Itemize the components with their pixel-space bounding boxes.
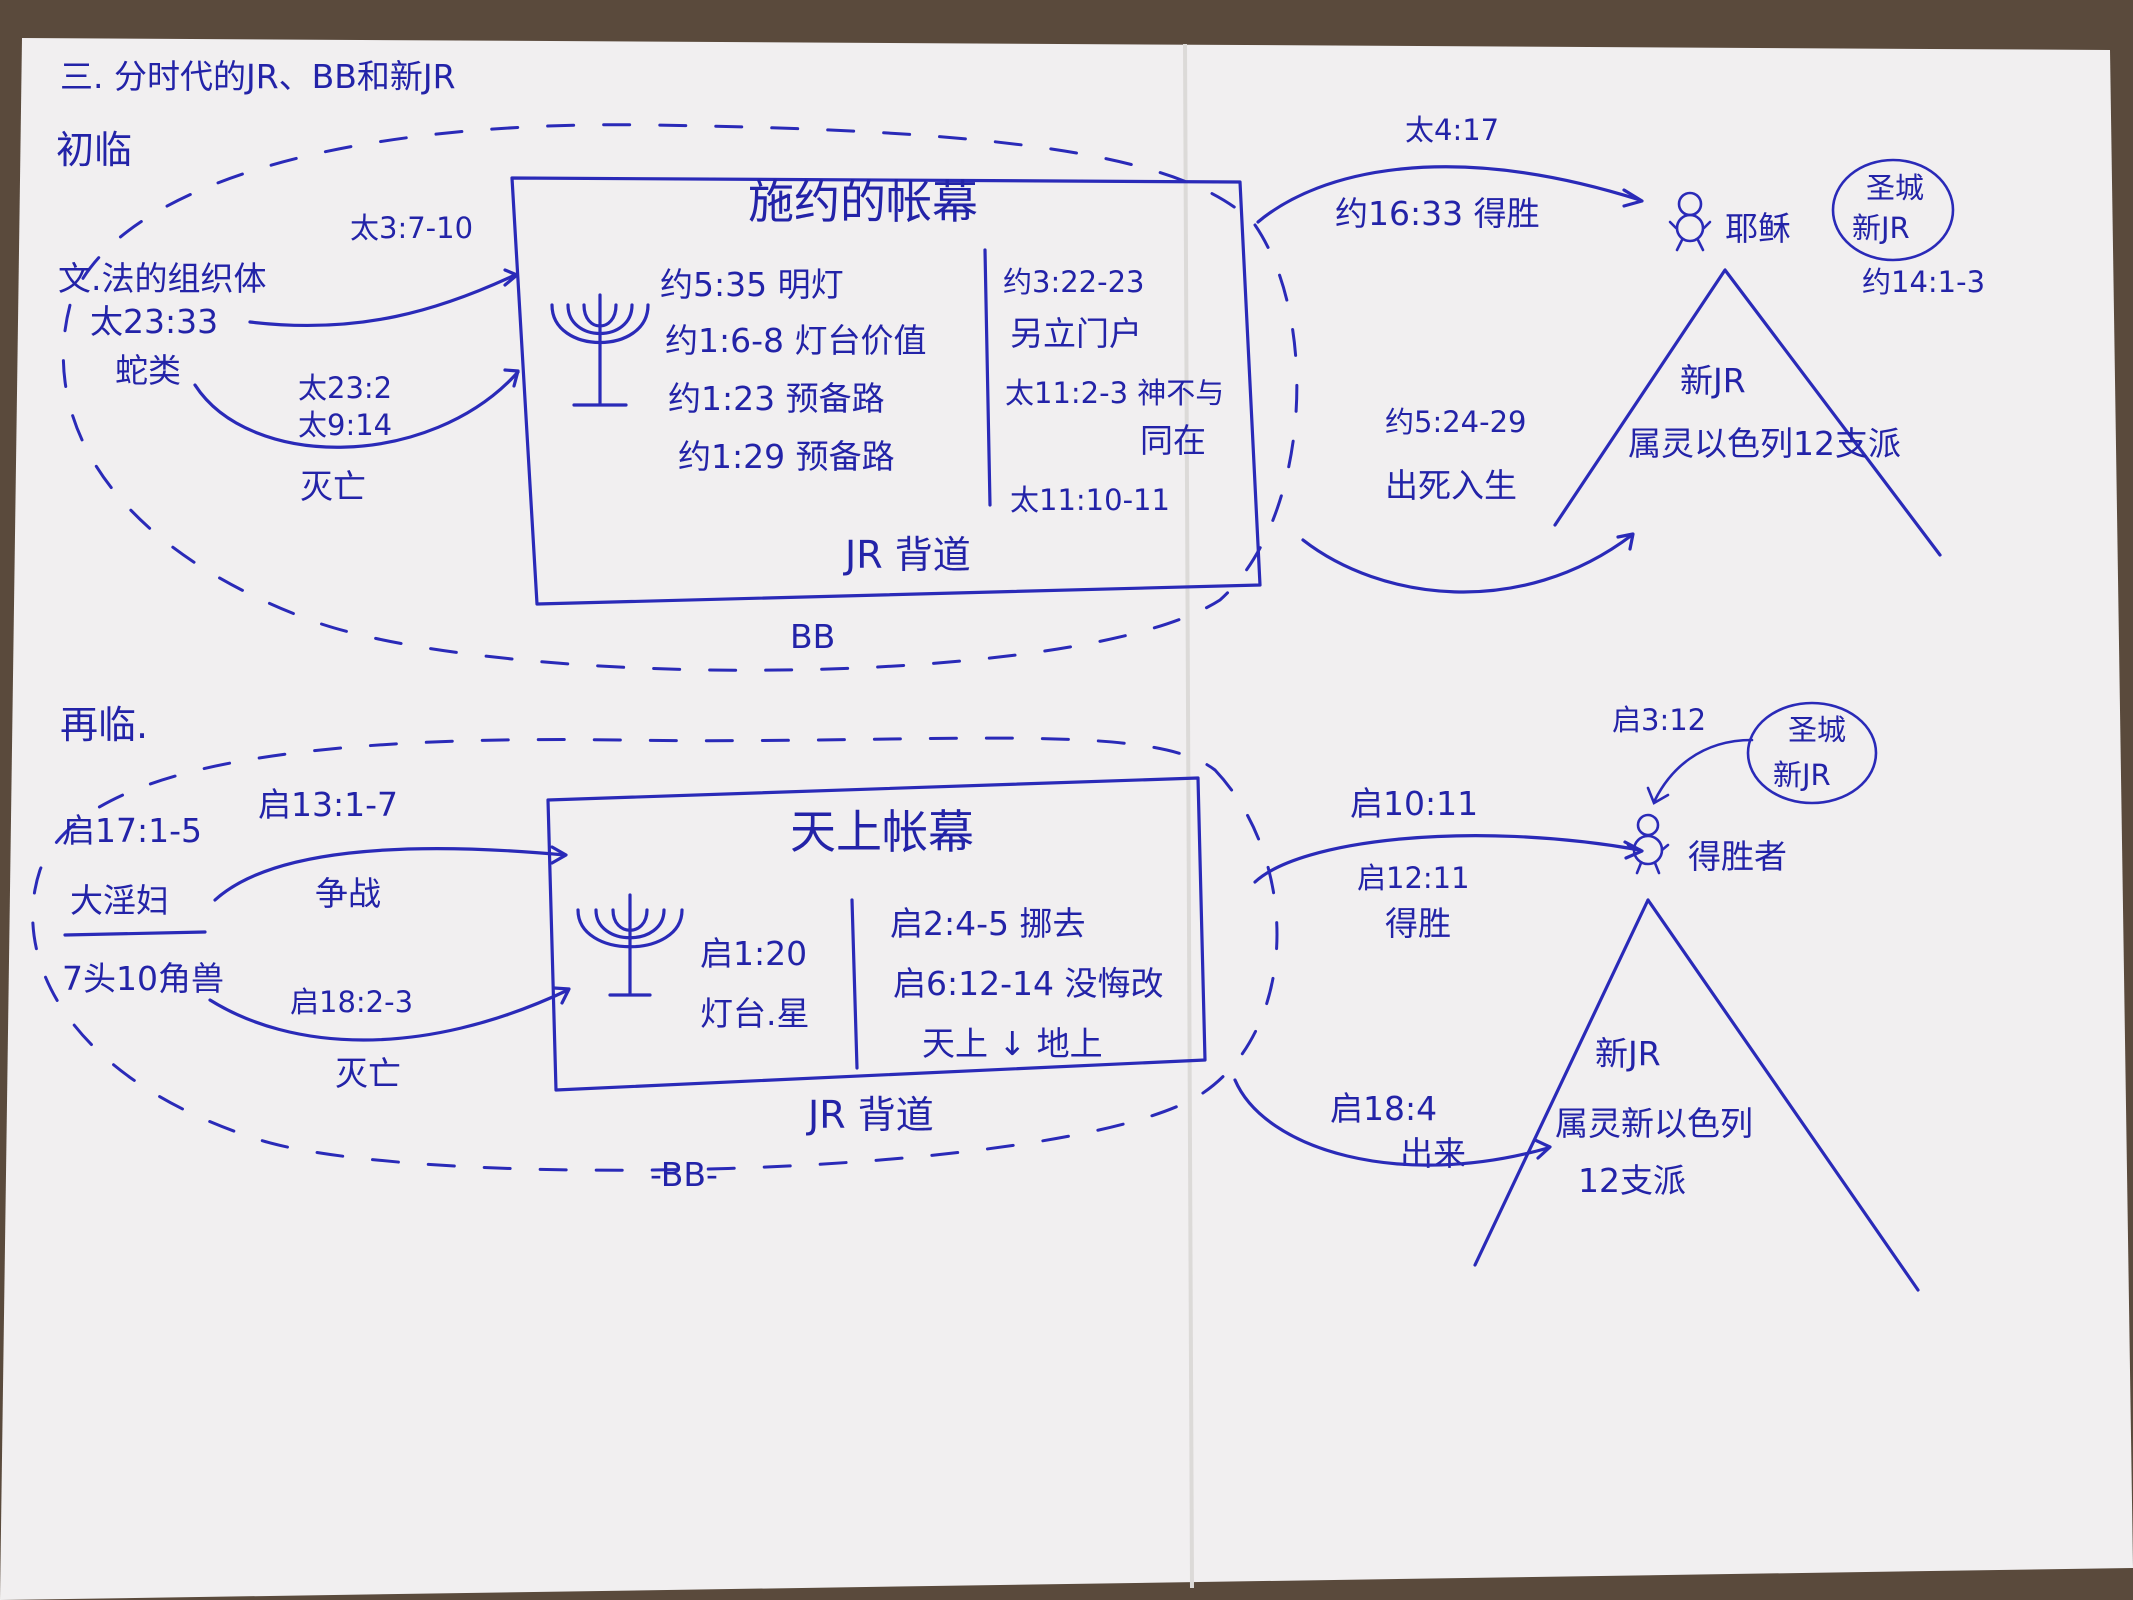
second-arrow-lower	[1233, 1078, 1550, 1167]
second-new-jr-desc-1: 属灵新以色列	[1555, 1104, 1753, 1143]
first-box-footer: JR 背道	[843, 533, 971, 577]
second-box	[546, 776, 1207, 1092]
second-left-divider	[63, 930, 207, 937]
second-arrow-top-head	[550, 845, 568, 865]
first-bb-ellipse	[61, 123, 1299, 672]
second-arrow-lower-head	[1533, 1138, 1552, 1160]
first-left-destroy: 灭亡	[300, 467, 366, 506]
first-box-line-1: 约5:35 明灯	[660, 265, 844, 304]
second-city-2: 新JR	[1773, 758, 1831, 792]
paper-fold	[1183, 43, 1194, 1589]
first-left-snake: 蛇类	[115, 351, 181, 390]
first-triangle	[1553, 268, 1942, 557]
menorah-icon	[576, 893, 684, 997]
second-left-ref: 启17:1-5	[62, 811, 202, 850]
second-left-destroy: 灭亡	[335, 1054, 401, 1093]
first-left-top-ref: 太3:7-10	[350, 211, 473, 245]
first-arrow-jesus-head	[1622, 188, 1644, 208]
first-box-line-2: 约1:6-8 灯台价值	[665, 321, 927, 360]
second-box-right-2: 启6:12-14 没悔改	[893, 964, 1164, 1003]
second-city-1: 圣城	[1788, 713, 1846, 747]
second-coming-label: 再临.	[60, 703, 148, 747]
second-left-top-ref: 启13:1-7	[258, 785, 398, 824]
second-lower-ref: 启18:4	[1330, 1089, 1437, 1128]
second-left-beast: 7头10角兽	[62, 959, 224, 998]
second-box-lamp-desc: 灯台.星	[700, 994, 810, 1033]
first-arrow-top-head	[503, 268, 519, 287]
second-bb-label: -BB-	[650, 1155, 718, 1194]
second-right-top-ref-1: 启10:11	[1350, 784, 1478, 823]
first-left-org: 文.法的组织体	[58, 259, 267, 298]
page-title: 三. 分时代的JR、BB和新JR	[60, 57, 456, 96]
person-icon	[1626, 813, 1670, 875]
first-city-circle	[1831, 158, 1955, 262]
second-right-rev-ref: 启3:12	[1612, 703, 1706, 737]
first-left-mid-ref-1: 太23:2	[298, 371, 392, 405]
second-right-top-ref-2: 启12:11	[1357, 861, 1470, 895]
second-right-overcome: 得胜	[1385, 904, 1451, 943]
first-new-jr: 新JR	[1680, 361, 1746, 400]
first-arrow-bottom	[193, 370, 520, 449]
second-arrow-bottom-head	[552, 986, 571, 1005]
first-city-2: 新JR	[1852, 211, 1910, 245]
first-right-person: 耶稣	[1725, 209, 1791, 248]
first-new-jr-desc: 属灵以色列12支派	[1628, 424, 1901, 463]
first-right-ref: 约16:33 得胜	[1335, 194, 1540, 233]
second-box-footer: JR 背道	[806, 1093, 934, 1137]
first-box-title: 施约的帐幕	[748, 175, 978, 229]
first-arrow-top	[248, 273, 517, 328]
first-arrow-lower	[1301, 533, 1634, 594]
person-icon	[1668, 191, 1712, 252]
first-box	[510, 176, 1262, 606]
first-box-divider	[983, 248, 992, 507]
second-box-right-1: 启2:4-5 挪去	[890, 904, 1086, 943]
first-box-right-5: 太11:10-11	[1010, 483, 1170, 517]
second-triangle	[1473, 898, 1920, 1292]
first-left-mid-ref-2: 太9:14	[298, 408, 392, 442]
first-arrow-jesus	[1256, 165, 1642, 224]
first-left-ref: 太23:33	[90, 302, 218, 341]
second-left-war: 争战	[315, 874, 381, 913]
first-box-right-3: 太11:2-3 神不与	[1005, 376, 1224, 410]
first-lower-desc: 出死入生	[1385, 466, 1517, 505]
second-box-title: 天上帐幕	[790, 805, 974, 859]
second-city-circle	[1746, 701, 1878, 805]
first-bb-label: BB	[790, 617, 835, 656]
paper-sheet	[0, 38, 2133, 1600]
second-left-harlot: 大淫妇	[70, 881, 169, 920]
first-coming-label: 初临	[56, 128, 132, 172]
second-city-arrow	[1653, 738, 1754, 802]
second-box-lamp-ref: 启1:20	[700, 934, 807, 973]
second-come-out: 出来	[1400, 1134, 1466, 1173]
second-arrow-overcomer	[1253, 834, 1642, 884]
first-box-line-3: 约1:23 预备路	[668, 379, 885, 418]
first-box-right-4: 同在	[1140, 421, 1206, 460]
second-arrow-overcomer-head	[1623, 840, 1644, 860]
second-left-lower-ref: 启18:2-3	[290, 985, 413, 1019]
first-arrow-lower-head	[1616, 532, 1635, 551]
first-right-top-ref: 太4:17	[1405, 113, 1499, 147]
second-city-arrow-head	[1646, 786, 1670, 805]
second-bb-ellipse	[31, 736, 1279, 1172]
menorah-icon	[550, 293, 650, 407]
first-city-ref: 约14:1-3	[1862, 265, 1985, 299]
second-box-divider	[850, 898, 859, 1070]
first-box-line-4: 约1:29 预备路	[678, 437, 895, 476]
second-new-jr-desc-2: 12支派	[1578, 1161, 1686, 1200]
second-new-jr: 新JR	[1595, 1034, 1661, 1073]
first-lower-ref: 约5:24-29	[1385, 405, 1527, 439]
first-arrow-bottom-head	[503, 368, 520, 388]
second-right-overcomer: 得胜者	[1688, 837, 1787, 876]
second-arrow-top	[213, 847, 567, 902]
first-city-1: 圣城	[1866, 171, 1924, 205]
first-box-right-1: 约3:22-23	[1003, 265, 1145, 299]
second-box-right-3: 天上 ↓ 地上	[922, 1024, 1103, 1063]
second-arrow-bottom	[208, 988, 570, 1042]
first-box-right-2: 另立门户	[1010, 314, 1142, 353]
